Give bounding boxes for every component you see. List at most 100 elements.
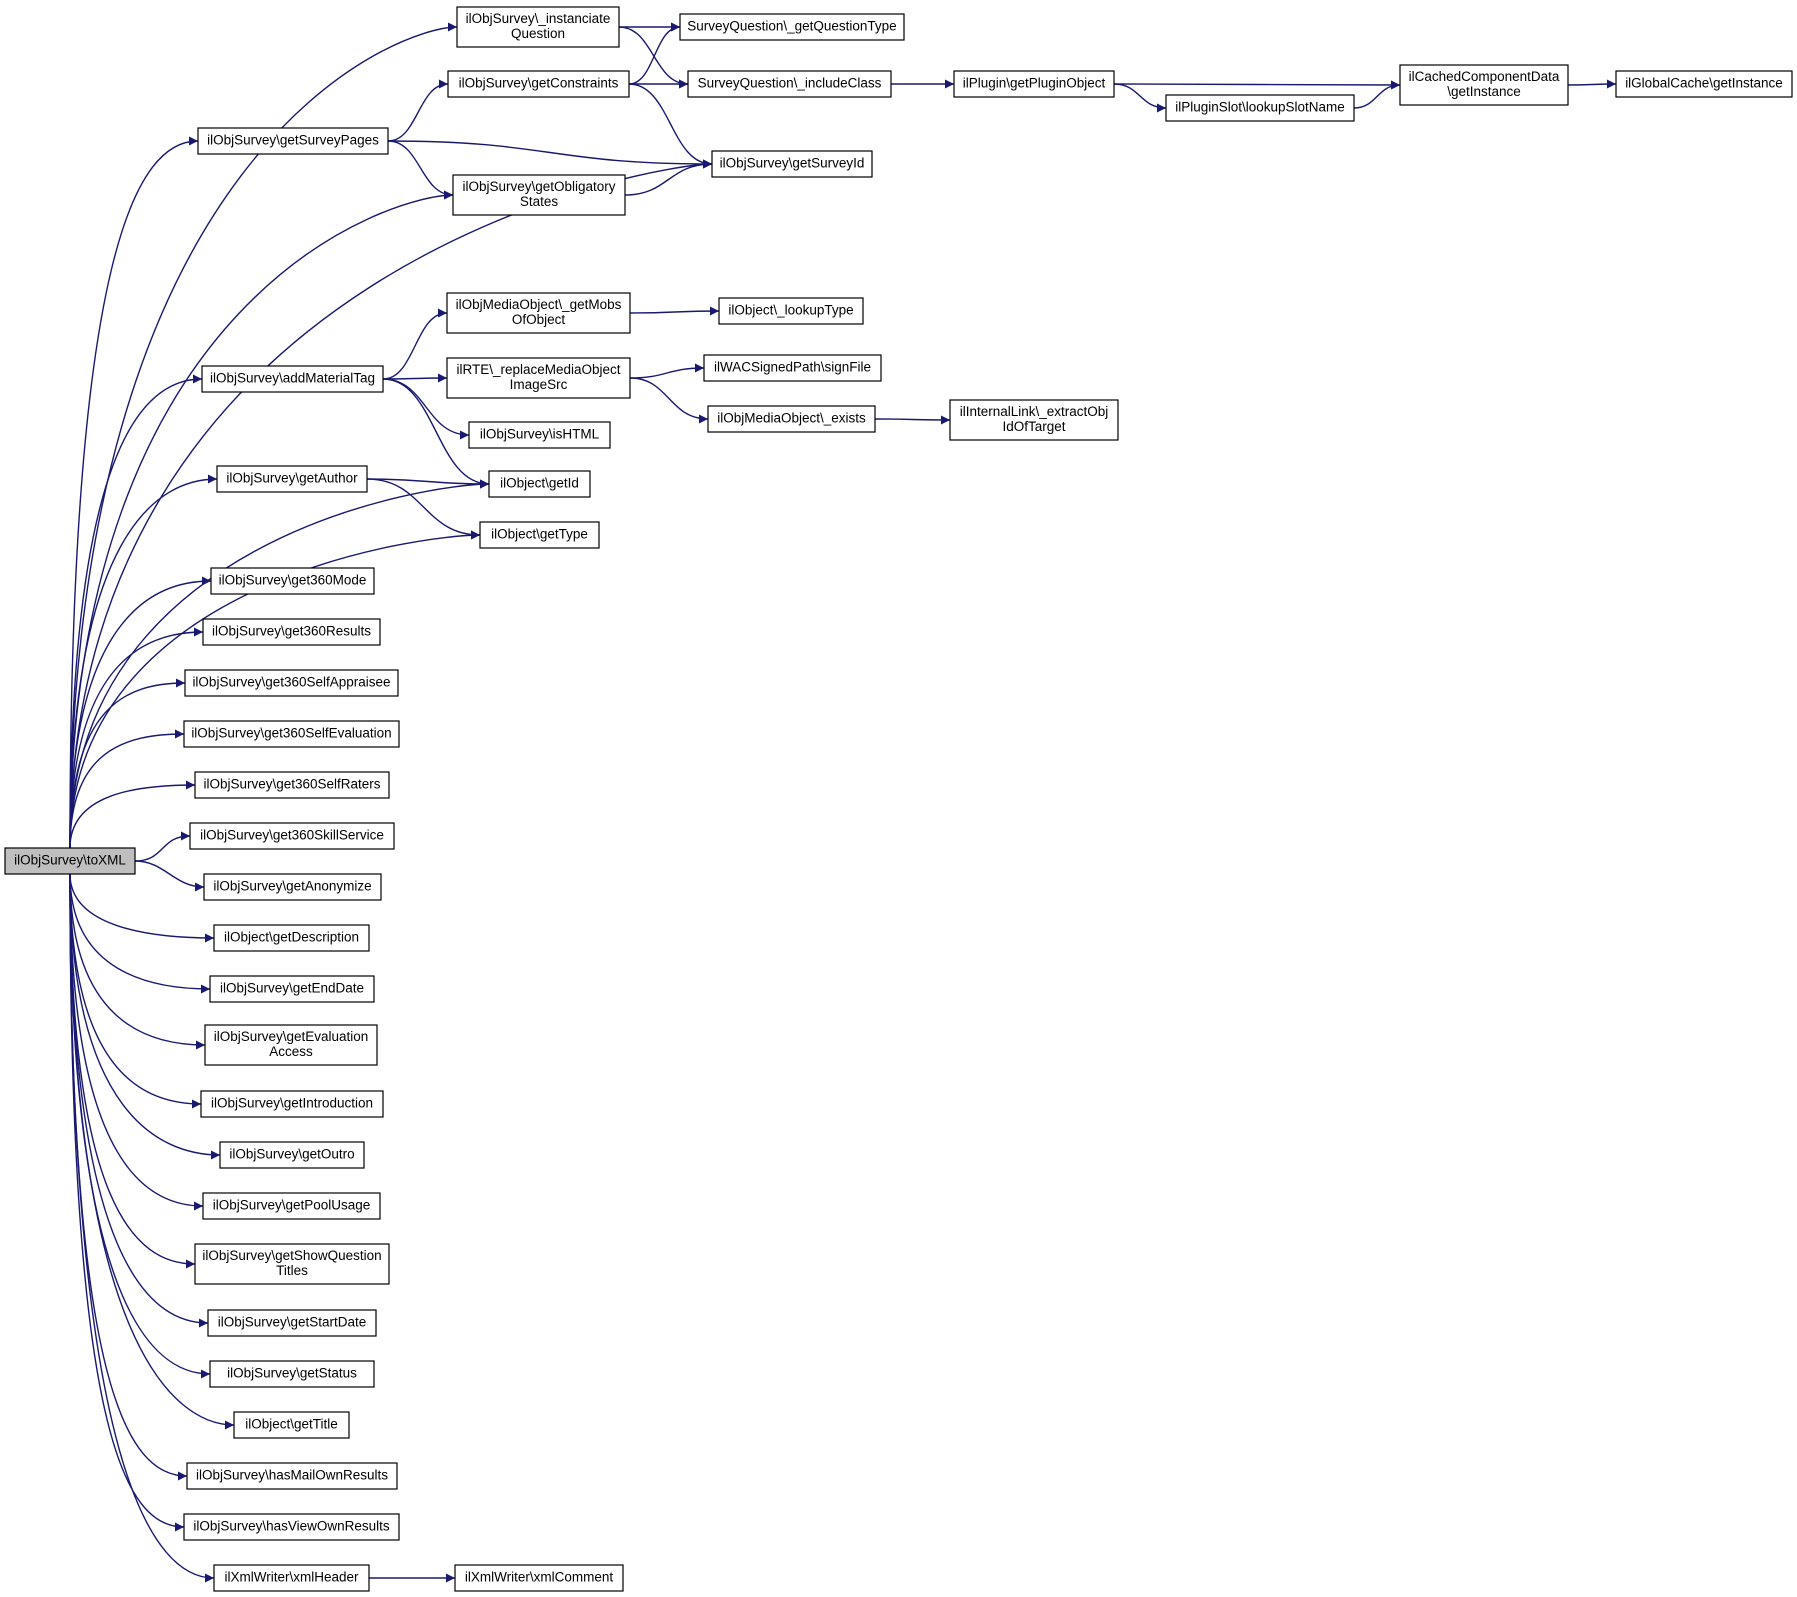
node-getId[interactable]: ilObject\getId xyxy=(488,470,591,498)
node-box xyxy=(203,873,382,901)
edge-toXML-to-desc xyxy=(69,873,215,943)
node-label: ilObjSurvey\getConstraints xyxy=(459,76,619,91)
node-box xyxy=(207,1309,377,1337)
node-box xyxy=(194,771,390,799)
edge-plugObj-to-cacheInst xyxy=(1113,80,1401,90)
node-label: ilObject\getTitle xyxy=(245,1417,338,1432)
edge-instQ-to-inclCls xyxy=(618,26,689,89)
node-box xyxy=(679,13,905,41)
node-box xyxy=(202,618,381,646)
edge-toXML-to-showQT xyxy=(69,873,196,1269)
node-mailOwn[interactable]: ilObjSurvey\hasMailOwnResults xyxy=(186,1462,398,1490)
node-xmlHeader[interactable]: ilXmlWriter\xmlHeader xyxy=(213,1564,370,1592)
node-pages[interactable]: ilObjSurvey\getSurveyPages xyxy=(197,127,389,155)
edge-mobs-to-lookupType xyxy=(629,306,720,316)
node-box xyxy=(452,174,626,216)
node-r360[interactable]: ilObjSurvey\get360Results xyxy=(202,618,381,646)
node-lookupSlot[interactable]: ilPluginSlot\lookupSlotName xyxy=(1165,94,1355,122)
edge-toXML-to-xmlHeader xyxy=(69,873,215,1583)
node-se360[interactable]: ilObjSurvey\get360SelfEvaluation xyxy=(183,720,400,748)
node-label: ilObjSurvey\isHTML xyxy=(480,427,600,442)
node-viewOwn[interactable]: ilObjSurvey\hasViewOwnResults xyxy=(183,1513,400,1541)
node-label: ilObjSurvey\getObligatory xyxy=(462,179,615,194)
node-box xyxy=(446,292,631,334)
node-label: ilObjSurvey\getSurveyPages xyxy=(207,133,379,148)
node-getQT[interactable]: SurveyQuestion\_getQuestionType xyxy=(679,13,905,41)
edge-toXML-to-r360 xyxy=(69,627,204,849)
node-inclCls[interactable]: SurveyQuestion\_includeClass xyxy=(687,70,892,98)
node-intro[interactable]: ilObjSurvey\getIntroduction xyxy=(200,1090,384,1118)
node-label: ilWACSignedPath\signFile xyxy=(714,360,871,375)
node-getAuthor[interactable]: ilObjSurvey\getAuthor xyxy=(216,465,368,493)
node-sr360[interactable]: ilObjSurvey\get360SelfRaters xyxy=(194,771,390,799)
node-box xyxy=(454,1564,624,1592)
node-cacheInst[interactable]: ilCachedComponentData\getInstance xyxy=(1399,64,1569,106)
node-status[interactable]: ilObjSurvey\getStatus xyxy=(209,1360,375,1388)
node-box xyxy=(718,297,864,325)
node-box xyxy=(209,1360,375,1388)
node-box xyxy=(213,924,370,952)
node-xmlComment[interactable]: ilXmlWriter\xmlComment xyxy=(454,1564,624,1592)
edge-toXML-to-evalAcc xyxy=(69,873,206,1050)
node-addMat[interactable]: ilObjSurvey\addMaterialTag xyxy=(201,365,384,393)
node-label: ilObject\_lookupType xyxy=(728,303,853,318)
edge-getCons-to-getQT xyxy=(628,22,681,85)
node-getType[interactable]: ilObject\getType xyxy=(479,521,600,549)
node-label: ilObjSurvey\get360SkillService xyxy=(200,828,384,843)
edge-toXML-to-endDate xyxy=(69,873,211,994)
node-ss360[interactable]: ilObjSurvey\get360SkillService xyxy=(189,822,395,850)
node-label: OfObject xyxy=(512,312,566,327)
node-globInst[interactable]: ilGlobalCache\getInstance xyxy=(1615,70,1793,98)
node-sa360[interactable]: ilObjSurvey\get360SelfAppraisee xyxy=(184,669,399,697)
node-exists[interactable]: ilObjMediaObject\_exists xyxy=(707,405,876,433)
node-anon[interactable]: ilObjSurvey\getAnonymize xyxy=(203,873,382,901)
edge-toXML-to-getId xyxy=(69,479,490,849)
edge-exists-to-extract xyxy=(874,415,951,425)
edge-pages-to-oblig xyxy=(387,140,454,200)
edge-plugObj-to-lookupSlot xyxy=(1113,83,1167,113)
edge-toXML-to-ss360 xyxy=(134,831,191,862)
edge-rte-to-exists xyxy=(629,377,709,424)
edge-toXML-to-title xyxy=(69,873,235,1430)
edge-toXML-to-getAuthor xyxy=(69,474,218,849)
node-label: Titles xyxy=(276,1263,308,1278)
node-m360[interactable]: ilObjSurvey\get360Mode xyxy=(210,567,375,595)
node-label: SurveyQuestion\_includeClass xyxy=(698,76,882,91)
node-outro[interactable]: ilObjSurvey\getOutro xyxy=(219,1141,365,1169)
node-plugObj[interactable]: ilPlugin\getPluginObject xyxy=(953,70,1115,98)
node-label: ilObjSurvey\getPoolUsage xyxy=(213,1198,371,1213)
edge-getAuthor-to-getType xyxy=(366,478,481,540)
node-title[interactable]: ilObject\getTitle xyxy=(233,1411,350,1439)
node-sign[interactable]: ilWACSignedPath\signFile xyxy=(703,354,882,382)
node-box xyxy=(200,1090,384,1118)
node-box xyxy=(194,1243,390,1285)
node-lookupType[interactable]: ilObject\_lookupType xyxy=(718,297,864,325)
node-box xyxy=(468,421,611,449)
node-getCons[interactable]: ilObjSurvey\getConstraints xyxy=(447,70,630,98)
node-box xyxy=(707,405,876,433)
node-desc[interactable]: ilObject\getDescription xyxy=(213,924,370,952)
node-endDate[interactable]: ilObjSurvey\getEndDate xyxy=(209,975,375,1003)
edge-pages-to-getCons xyxy=(387,79,449,142)
edge-toXML-to-intro xyxy=(69,873,202,1109)
edge-toXML-to-sa360 xyxy=(69,678,186,849)
edge-toXML-to-pool xyxy=(69,873,204,1211)
node-label: ilObjSurvey\get360Mode xyxy=(219,573,367,588)
edge-lookupSlot-to-cacheInst xyxy=(1353,80,1401,109)
node-box xyxy=(189,822,395,850)
node-startDate[interactable]: ilObjSurvey\getStartDate xyxy=(207,1309,377,1337)
node-toXML[interactable]: ilObjSurvey\toXML xyxy=(4,847,136,875)
node-label: ilInternalLink\_extractObj xyxy=(960,404,1109,419)
edge-rte-to-sign xyxy=(629,363,705,379)
node-isHTML[interactable]: ilObjSurvey\isHTML xyxy=(468,421,611,449)
node-pool[interactable]: ilObjSurvey\getPoolUsage xyxy=(202,1192,381,1220)
node-surveyId[interactable]: ilObjSurvey\getSurveyId xyxy=(711,150,873,178)
